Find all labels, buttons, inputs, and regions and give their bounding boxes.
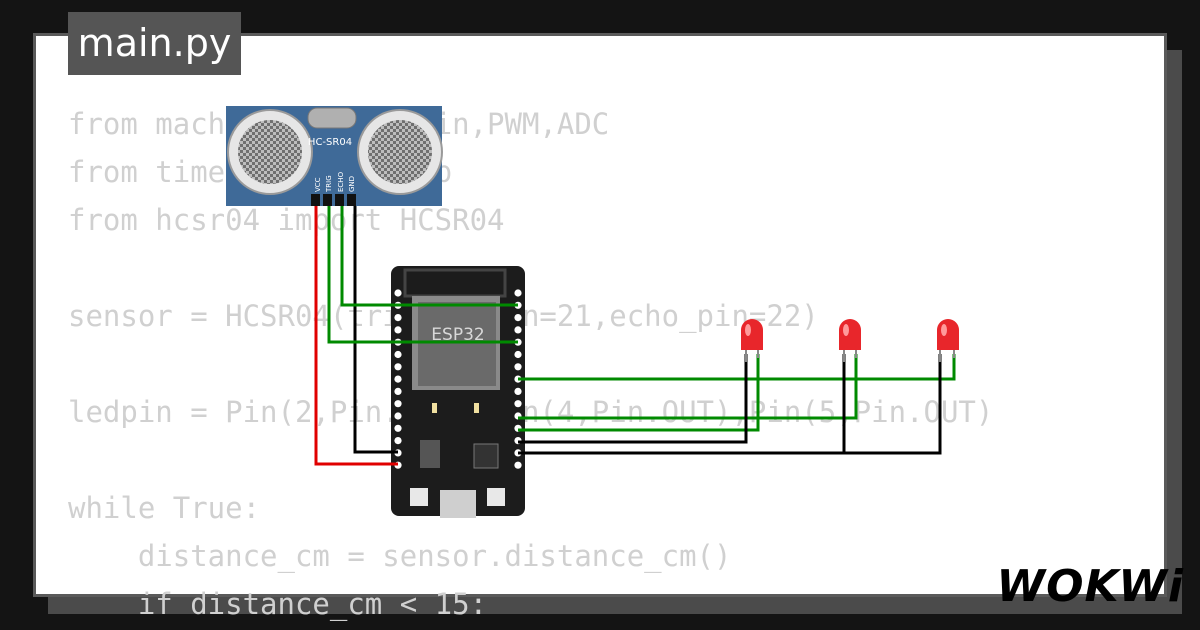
file-tab[interactable]: main.py: [68, 12, 241, 75]
sensor-pin[interactable]: [311, 194, 320, 206]
wire-led-2[interactable]: [518, 354, 858, 420]
pin-label-trig: TRIG: [325, 175, 333, 193]
usb-uart-chip: [473, 443, 499, 469]
reset-button[interactable]: [487, 488, 505, 506]
pin-label-vcc: VCC: [314, 177, 322, 192]
esp32-pin[interactable]: [514, 461, 522, 469]
esp32-board[interactable]: ESP32: [391, 266, 525, 518]
usb-port: [440, 490, 476, 518]
code-line: while True:: [68, 491, 261, 525]
wire-led-1-ground[interactable]: [518, 354, 748, 444]
wire-led-2-ground[interactable]: [518, 354, 846, 455]
wire-sensor-ground[interactable]: [353, 206, 398, 454]
led-highlight: [941, 324, 947, 336]
esp32-pin[interactable]: [394, 326, 402, 334]
led-1[interactable]: [741, 319, 763, 362]
esp32-pin[interactable]: [514, 387, 522, 395]
led-body: [741, 319, 763, 350]
esp32-pin[interactable]: [394, 314, 402, 322]
esp32-pin[interactable]: [394, 375, 402, 383]
sensor-mesh-left: [238, 120, 302, 184]
esp32-pin[interactable]: [394, 350, 402, 359]
code-line: ledpin = Pin(2,Pin.OUT),Pin(4,Pin.OUT),P…: [68, 395, 994, 429]
smd-component: [474, 403, 479, 413]
sensor-crystal: [307, 107, 357, 129]
wire-trig[interactable]: [327, 206, 518, 344]
esp32-pin[interactable]: [514, 289, 522, 297]
esp32-pin[interactable]: [394, 412, 402, 420]
esp32-pin-header-left: [394, 289, 402, 469]
led-2[interactable]: [839, 319, 861, 362]
esp32-pin[interactable]: [394, 363, 402, 371]
sensor-pin[interactable]: [323, 194, 332, 206]
sensor-label: HC-SR04: [308, 137, 352, 148]
led-highlight: [843, 324, 849, 336]
wire-led-1[interactable]: [518, 354, 760, 432]
esp32-pin[interactable]: [394, 289, 402, 297]
esp32-pin[interactable]: [394, 387, 402, 395]
led-body: [937, 319, 959, 350]
esp32-chip: [418, 302, 496, 386]
pin-label-gnd: GND: [348, 176, 356, 192]
wire-led-3-ground[interactable]: [746, 354, 942, 455]
wire-echo[interactable]: [340, 206, 518, 307]
sensor-pin[interactable]: [335, 194, 344, 206]
ultrasonic-sensor[interactable]: HC-SR04 VCC TRIG ECHO GND: [226, 106, 443, 206]
wire-led-3[interactable]: [518, 354, 956, 381]
boot-button[interactable]: [410, 488, 428, 506]
esp32-pin[interactable]: [394, 424, 402, 432]
esp32-pin[interactable]: [514, 326, 522, 334]
led-highlight: [745, 324, 751, 336]
code-line: if distance_cm < 15:: [68, 587, 488, 621]
esp32-label: ESP32: [431, 325, 484, 345]
voltage-regulator: [420, 440, 440, 468]
esp32-pin[interactable]: [514, 363, 522, 371]
led-3[interactable]: [937, 319, 959, 362]
smd-component: [432, 403, 437, 413]
pin-label-echo: ECHO: [337, 171, 345, 192]
wires: [314, 206, 956, 466]
esp32-pin[interactable]: [394, 400, 402, 408]
esp32-pin[interactable]: [514, 350, 522, 359]
sensor-mesh-right: [368, 120, 432, 184]
esp32-pin[interactable]: [514, 400, 522, 408]
esp32-pin[interactable]: [394, 437, 402, 445]
led-body: [839, 319, 861, 350]
wire-vcc[interactable]: [314, 206, 398, 466]
sensor-pin[interactable]: [347, 194, 356, 206]
esp32-pin[interactable]: [514, 314, 522, 322]
code-line: distance_cm = sensor.distance_cm(): [68, 539, 732, 573]
wokwi-logo: WOKWi: [996, 561, 1184, 612]
